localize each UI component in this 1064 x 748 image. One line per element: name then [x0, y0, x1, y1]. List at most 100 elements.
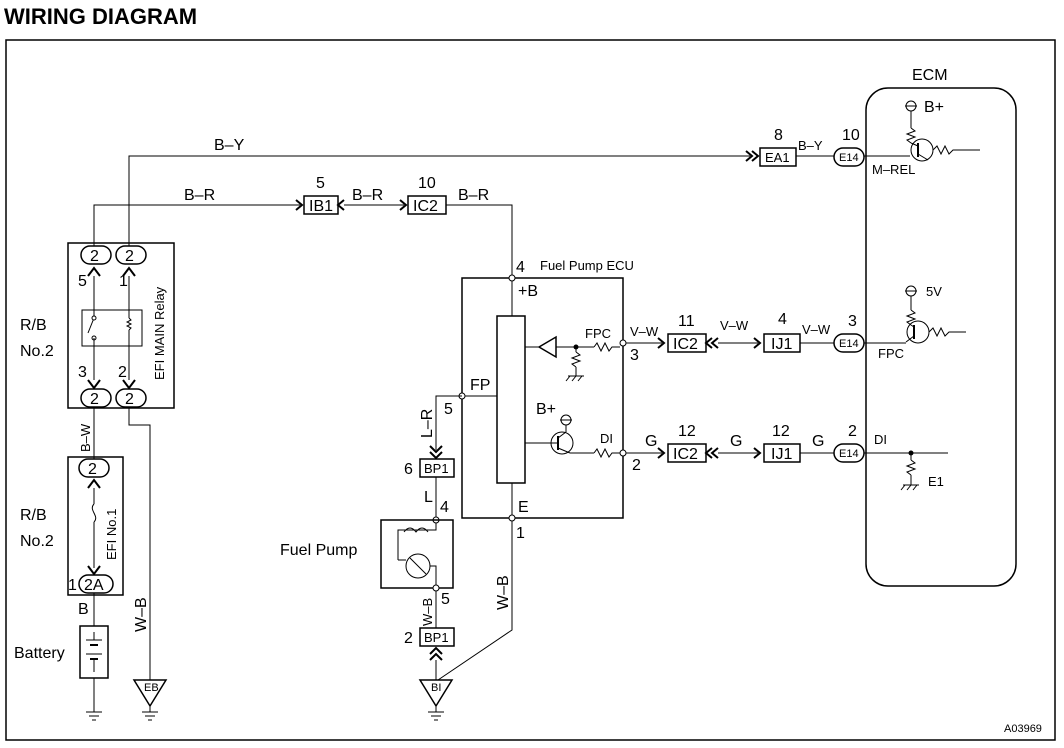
connector-ic2-fpc-pin: 11 — [678, 313, 695, 330]
wire-label-b-r-2: B–R — [352, 187, 383, 204]
connector-ea1-name: EA1 — [765, 150, 790, 165]
wire-label-v-w-3: V–W — [802, 322, 831, 337]
battery-label: Battery — [14, 645, 65, 662]
connector-bp1-top — [419, 458, 455, 478]
rb1-pin-top-left: 2 — [90, 248, 99, 265]
connector-bp1-top-pin: 6 — [404, 461, 413, 478]
wire-label-g-2: G — [730, 433, 742, 450]
connector-e14-top — [833, 147, 865, 167]
ecm: ECM B+ M–REL 5V FPC DI — [865, 67, 1017, 587]
figure-id: A03969 — [1004, 723, 1042, 735]
connector-ic2-top-pin: 10 — [418, 175, 436, 192]
ecu-pin-2: 2 — [632, 457, 641, 474]
rb1-pin-num-1: 1 — [119, 273, 128, 290]
ecu-pin-4: 4 — [516, 259, 525, 276]
rb1-label-line2: No.2 — [20, 343, 54, 360]
fuel-pump-ecu-label: Fuel Pump ECU — [540, 258, 634, 273]
connector-e14-top-name: E14 — [839, 152, 859, 164]
ecm-fpc: FPC — [878, 346, 904, 361]
ecu-fp: FP — [470, 377, 490, 394]
connector-ic2-di-pin: 12 — [678, 423, 696, 440]
connector-ib1-pin: 5 — [316, 175, 325, 192]
diagram-frame — [5, 39, 1056, 741]
rb2-pin-bottom: 2A — [84, 577, 104, 594]
rb2-pin-bottom-num: 1 — [68, 577, 77, 594]
connector-e14-fpc-name: E14 — [839, 338, 859, 350]
ground-eb-label: EB — [144, 682, 159, 694]
connector-ic2-top-name: IC2 — [413, 198, 438, 215]
ecu-b-plus: B+ — [536, 401, 556, 418]
connector-ic2-di-name: IC2 — [673, 446, 698, 463]
wire-g: G IC2 12 G IJ1 12 G E14 2 — [626, 423, 868, 463]
fuel-pump-label: Fuel Pump — [280, 542, 357, 559]
wire-label-b-r-3: B–R — [458, 187, 489, 204]
fuel-pump-pin-5: 5 — [441, 591, 450, 608]
ecu-pin-1: 1 — [516, 525, 525, 542]
wire-label-b-y: B–Y — [214, 137, 245, 154]
rb1-pin-bottom-left: 2 — [90, 391, 99, 408]
rb1-pin-top-right: 2 — [125, 248, 134, 265]
efi-no1-fuse-label: EFI No.1 — [104, 509, 119, 560]
connector-e14-di-pin: 2 — [848, 423, 857, 440]
connector-bp1-bottom-pin: 2 — [404, 630, 413, 647]
connector-ij1-fpc-pin: 4 — [778, 311, 787, 328]
connector-bp1-bottom — [419, 627, 455, 647]
ecu-e: E — [518, 499, 529, 516]
connector-ic2-fpc-name: IC2 — [673, 336, 698, 353]
connector-ea1-pin: 8 — [774, 127, 783, 144]
ecm-5v: 5V — [926, 284, 942, 299]
wire-label-b-w: B–W — [78, 423, 93, 452]
wire-label-b: B — [78, 601, 89, 618]
connector-ea1 — [759, 147, 797, 167]
ecm-label: ECM — [912, 67, 948, 84]
connector-e14-di-name: E14 — [839, 448, 859, 460]
wire-label-b-y-2: B–Y — [798, 138, 823, 153]
efi-no1-fuse-box: R/B No.2 2 EFI No.1 1 2A — [20, 456, 124, 596]
fuel-pump-circuit: 5 L–R BP1 6 L 4 Fuel Pump 5 W–B BP1 2 — [280, 395, 462, 680]
wire-label-w-b-bi: W–B — [495, 575, 512, 610]
rb2-pin-top: 2 — [88, 461, 97, 478]
wire-b-y: B–Y EA1 8 B–Y E14 10 — [128, 127, 910, 248]
wire-label-b-r-1: B–R — [184, 187, 215, 204]
fuel-pump-pin-4: 4 — [440, 499, 449, 516]
wire-label-g-3: G — [812, 433, 824, 450]
wire-label-w-b-eb: W–B — [133, 597, 150, 632]
wire-label-v-w-1: V–W — [630, 324, 659, 339]
ecu-driver-block — [496, 315, 526, 484]
rb1-label-line1: R/B — [20, 317, 47, 334]
connector-bp1-bottom-name: BP1 — [424, 630, 449, 645]
ecu-pin-5: 5 — [444, 401, 453, 418]
rb2-label-line2: No.2 — [20, 533, 54, 550]
connector-ij1-di-name: IJ1 — [771, 446, 792, 463]
wire-label-w-b-pump: W–B — [420, 598, 435, 626]
ecu-plus-b: +B — [518, 283, 538, 300]
ground-bi: BI — [418, 679, 454, 721]
efi-main-relay-label: EFI MAIN Relay — [152, 286, 167, 380]
wire-label-l: L — [424, 489, 433, 506]
wire-label-v-w-2: V–W — [720, 318, 749, 333]
ecu-fpc: FPC — [585, 326, 611, 341]
rb1-pin-bottom-right: 2 — [125, 391, 134, 408]
connector-ij1-di-pin: 12 — [772, 423, 790, 440]
ecm-di: DI — [874, 432, 887, 447]
rb1-pin-num-5: 5 — [78, 273, 87, 290]
wire-label-g-1: G — [645, 433, 657, 450]
wire-v-w: V–W IC2 11 V–W IJ1 4 V–W E14 3 — [626, 311, 906, 353]
ecu-di: DI — [600, 431, 613, 446]
connector-e14-top-pin: 10 — [842, 127, 860, 144]
ecm-b-plus: B+ — [924, 99, 944, 116]
ecm-e1: E1 — [928, 474, 944, 489]
ecm-m-rel: M–REL — [872, 162, 915, 177]
connector-bp1-top-name: BP1 — [424, 461, 449, 476]
connector-ij1-fpc-name: IJ1 — [771, 336, 792, 353]
rb2-label-line1: R/B — [20, 507, 47, 524]
ecu-pin-3: 3 — [630, 347, 639, 364]
connector-e14-fpc-pin: 3 — [848, 313, 857, 330]
ground-eb: EB — [132, 679, 168, 721]
wire-b-r: B–R IB1 5 B–R IC2 10 B–R — [93, 175, 513, 278]
ground-bi-label: BI — [431, 682, 441, 694]
rb1-pin-num-2: 2 — [118, 364, 127, 381]
connector-ib1-name: IB1 — [309, 198, 333, 215]
diagram-title: WIRING DIAGRAM — [4, 4, 197, 29]
